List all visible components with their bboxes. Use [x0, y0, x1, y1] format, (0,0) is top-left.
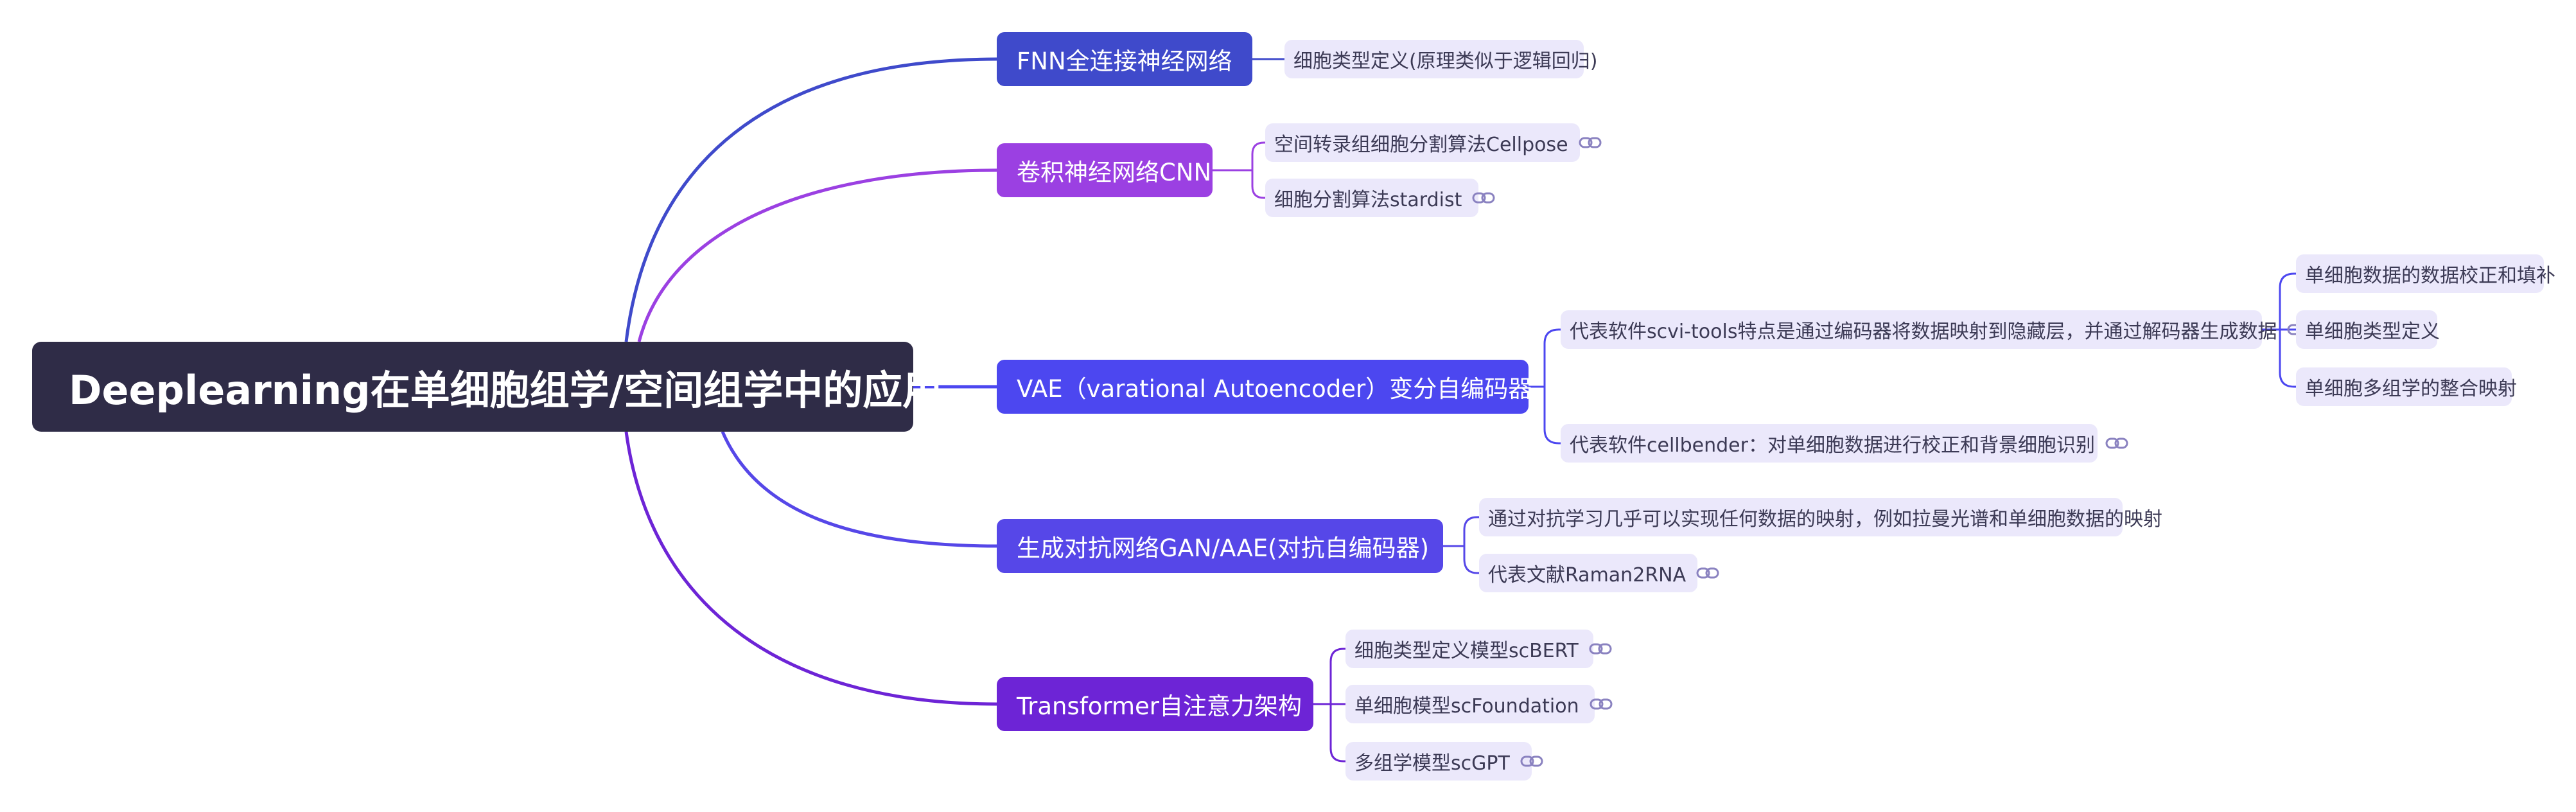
leaf-scvi-correction[interactable]: 单细胞数据的数据校正和填补	[2296, 254, 2555, 293]
leaf-label: 单细胞多组学的整合映射	[2305, 378, 2517, 400]
link-gan-children	[1443, 516, 1479, 574]
leaf-transformer-scbert[interactable]: 细胞类型定义模型scBERT	[1345, 630, 1612, 668]
leaf-label: 代表软件scvi-tools特点是通过编码器将数据映射到隐藏层，并通过解码器生成…	[1570, 321, 2277, 343]
branch-gan-label: 生成对抗网络GAN/AAE(对抗自编码器)	[1017, 534, 1430, 562]
link-icon[interactable]	[1472, 191, 1495, 205]
link-root-gan	[721, 431, 997, 548]
branch-fnn-label: FNN全连接神经网络	[1017, 48, 1232, 75]
link-transformer-children	[1313, 648, 1345, 763]
leaf-label: 多组学模型scGPT	[1354, 752, 1510, 775]
link-icon[interactable]	[1590, 697, 1613, 711]
branch-fnn[interactable]: FNN全连接神经网络	[997, 32, 1252, 86]
leaf-label: 代表文献Raman2RNA	[1488, 564, 1687, 587]
leaf-gan-raman2rna[interactable]: 代表文献Raman2RNA	[1479, 554, 1719, 592]
branch-cnn-label: 卷积神经网络CNN	[1017, 159, 1212, 186]
link-cnn-children	[1213, 141, 1265, 199]
link-scvi-children	[2262, 272, 2296, 388]
leaf-scvi-multiomics[interactable]: 单细胞多组学的整合映射	[2296, 367, 2517, 406]
leaf-label: 单细胞模型scFoundation	[1354, 695, 1579, 718]
leaf-label: 通过对抗学习几乎可以实现任何数据的映射，例如拉曼光谱和单细胞数据的映射	[1488, 508, 2162, 531]
branch-vae[interactable]: VAE（varational Autoencoder）变分自编码器	[997, 360, 1532, 414]
link-root-cnn	[637, 168, 997, 342]
leaf-label: 代表软件cellbender：对单细胞数据进行校正和背景细胞识别	[1570, 434, 2095, 457]
link-root-transformer	[624, 431, 997, 706]
leaf-label: 细胞类型定义模型scBERT	[1354, 640, 1579, 662]
branch-transformer[interactable]: Transformer自注意力架构	[997, 677, 1313, 731]
leaf-label: 细胞类型定义(原理类似于逻辑回归)	[1293, 50, 1598, 73]
link-root-fnn	[624, 57, 997, 342]
leaf-vae-cellbender[interactable]: 代表软件cellbender：对单细胞数据进行校正和背景细胞识别	[1561, 424, 2128, 463]
root-label: Deeplearning在单细胞组学/空间组学中的应用	[69, 367, 943, 414]
branch-transformer-label: Transformer自注意力架构	[1017, 693, 1302, 720]
branch-cnn[interactable]: 卷积神经网络CNN	[997, 143, 1213, 197]
leaf-cnn-cellpose[interactable]: 空间转录组细胞分割算法Cellpose	[1265, 123, 1602, 162]
leaf-vae-scvi-tools[interactable]: 代表软件scvi-tools特点是通过编码器将数据映射到隐藏层，并通过解码器生成…	[1561, 310, 2310, 349]
branch-vae-label: VAE（varational Autoencoder）变分自编码器	[1017, 375, 1532, 403]
leaf-scvi-cell-type[interactable]: 单细胞类型定义	[2296, 310, 2440, 349]
leaf-cnn-stardist[interactable]: 细胞分割算法stardist	[1265, 179, 1495, 217]
leaf-fnn-cell-type[interactable]: 细胞类型定义(原理类似于逻辑回归)	[1284, 40, 1597, 78]
link-icon[interactable]	[1579, 136, 1602, 150]
leaf-transformer-scgpt[interactable]: 多组学模型scGPT	[1345, 742, 1543, 781]
root-node[interactable]: Deeplearning在单细胞组学/空间组学中的应用	[32, 342, 942, 432]
leaf-gan-mapping[interactable]: 通过对抗学习几乎可以实现任何数据的映射，例如拉曼光谱和单细胞数据的映射	[1479, 498, 2162, 536]
leaf-label: 单细胞类型定义	[2305, 321, 2440, 343]
leaf-label: 单细胞数据的数据校正和填补	[2305, 265, 2555, 287]
link-icon[interactable]	[2105, 436, 2128, 450]
link-vae-children	[1529, 328, 1561, 445]
leaf-transformer-scfoundation[interactable]: 单细胞模型scFoundation	[1345, 685, 1613, 723]
link-icon[interactable]	[1520, 754, 1543, 768]
leaf-label: 空间转录组细胞分割算法Cellpose	[1274, 134, 1568, 156]
branch-gan[interactable]: 生成对抗网络GAN/AAE(对抗自编码器)	[997, 519, 1443, 573]
leaf-label: 细胞分割算法stardist	[1274, 189, 1462, 211]
link-icon[interactable]	[1589, 642, 1612, 656]
link-icon[interactable]	[1696, 566, 1719, 580]
